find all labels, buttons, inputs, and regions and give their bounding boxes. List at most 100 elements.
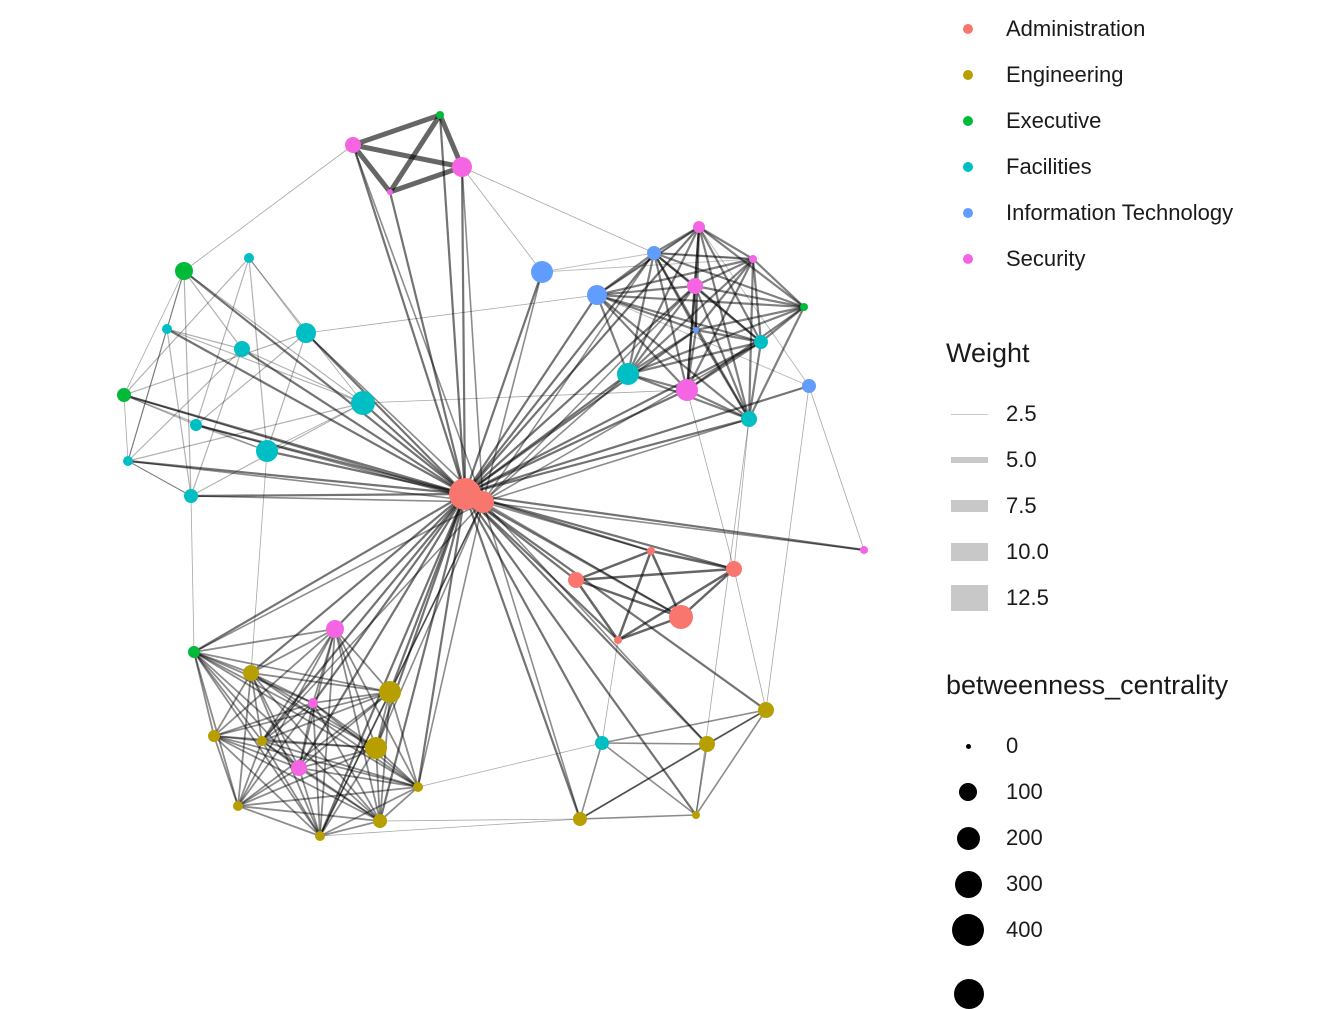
weight-swatch	[951, 543, 988, 561]
network-edge	[195, 424, 268, 452]
network-edge	[250, 672, 377, 749]
network-node	[387, 189, 393, 195]
network-node	[243, 665, 259, 681]
network-edge	[261, 740, 377, 749]
network-edge	[297, 492, 467, 770]
network-edge	[463, 225, 701, 496]
network-edge	[237, 747, 377, 807]
network-edge	[213, 735, 239, 807]
network-edge	[626, 340, 763, 376]
network-edge	[463, 492, 709, 746]
network-edge	[601, 742, 708, 745]
network-edge	[375, 747, 381, 822]
network-edge	[266, 332, 307, 452]
network-edge	[685, 388, 751, 421]
legend-swatch	[963, 208, 973, 218]
network-edge	[250, 672, 263, 742]
legend-swatch	[963, 116, 973, 126]
network-edge	[193, 651, 239, 807]
network-edge	[312, 702, 321, 837]
network-node	[315, 831, 325, 841]
network-node	[256, 440, 278, 462]
network-edge	[698, 226, 810, 387]
network-edge	[482, 501, 652, 552]
network-edge	[123, 270, 185, 396]
network-node	[531, 261, 553, 283]
network-edge	[463, 284, 697, 496]
legend-swatch	[963, 24, 973, 34]
network-edge	[195, 424, 484, 503]
network-edge	[601, 709, 767, 744]
network-node	[647, 246, 661, 260]
legend-item-information-technology: Information Technology	[946, 190, 1233, 236]
network-edge	[595, 225, 701, 297]
weight-legend-item: 10.0	[946, 529, 1049, 575]
network-edge	[250, 450, 268, 674]
network-node	[568, 572, 584, 588]
network-edge	[463, 388, 689, 496]
network-node	[233, 801, 243, 811]
network-edge	[387, 112, 443, 195]
network-edge	[697, 225, 806, 309]
network-edge	[626, 257, 755, 376]
network-node	[162, 324, 172, 334]
network-edge	[579, 743, 708, 820]
network-node	[614, 636, 622, 644]
network-node	[464, 488, 484, 508]
network-edge	[379, 818, 581, 822]
network-edge	[213, 735, 321, 837]
network-edge	[350, 112, 443, 148]
betweenness-legend-title: betweenness_centrality	[946, 670, 1229, 700]
network-node	[257, 736, 267, 746]
network-edge	[579, 742, 603, 820]
network-node	[741, 411, 757, 427]
network-edge	[461, 166, 655, 254]
legend-label: Facilities	[1006, 154, 1092, 179]
network-edge	[747, 305, 806, 421]
network-edge	[626, 284, 697, 376]
network-edge	[686, 389, 735, 570]
weight-swatch	[951, 500, 988, 512]
legend-item-facilities: Facilities	[946, 144, 1092, 190]
weight-legend-label: 7.5	[1006, 493, 1037, 518]
weight-legend-item: 12.5	[946, 575, 1049, 621]
betweenness-legend-item: 400	[946, 907, 1043, 953]
network-edge	[241, 348, 364, 404]
network-edge	[122, 393, 467, 496]
network-edge	[193, 651, 381, 822]
network-edge	[694, 257, 755, 332]
weight-legend-label: 12.5	[1006, 585, 1049, 610]
network-edge	[237, 691, 391, 807]
network-edge	[653, 252, 754, 260]
betweenness-swatch	[952, 914, 984, 946]
network-edge	[250, 672, 321, 837]
legend-swatch	[963, 162, 973, 172]
network-edge	[541, 258, 754, 273]
network-edge	[193, 651, 252, 674]
network-edge	[616, 549, 653, 642]
network-graph	[117, 111, 868, 841]
network-edge	[706, 709, 767, 745]
network-node	[351, 391, 375, 415]
network-edge	[378, 492, 467, 823]
network-edge	[379, 786, 419, 822]
network-edge	[374, 492, 467, 750]
network-edge	[596, 294, 810, 387]
network-node	[749, 255, 757, 263]
legend-item-engineering: Engineering	[946, 52, 1123, 98]
network-edge	[237, 672, 252, 807]
network-edge	[312, 702, 381, 822]
network-node	[699, 736, 715, 752]
network-edge	[312, 702, 377, 749]
legend-item-executive: Executive	[946, 98, 1101, 144]
network-edge	[248, 257, 268, 452]
network-edge	[261, 628, 336, 742]
network-edge	[463, 492, 866, 552]
network-edge	[574, 578, 620, 642]
network-edge	[213, 735, 263, 742]
network-edge	[375, 501, 484, 749]
weight-legend-label: 10.0	[1006, 539, 1049, 564]
network-edge	[333, 492, 467, 631]
network-edge	[298, 767, 419, 788]
